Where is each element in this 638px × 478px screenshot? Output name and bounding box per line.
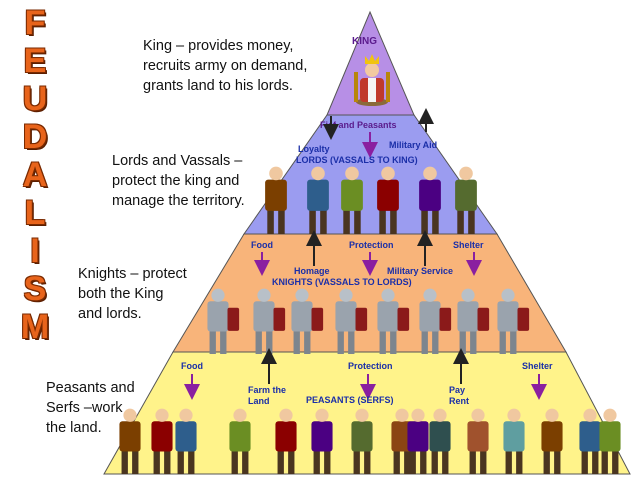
title-letter: E	[23, 42, 47, 80]
knights-right-up-label: Military Service	[387, 266, 453, 276]
title-letter: U	[22, 80, 48, 118]
knight-icon	[207, 288, 240, 354]
lord-icon	[341, 166, 363, 234]
lords-right-up-label: Military Aid	[389, 140, 437, 150]
peasant-icon	[119, 408, 141, 474]
lords-description: Lords and Vassals – protect the king and…	[112, 153, 245, 209]
title-letter: S	[23, 270, 47, 308]
lord-icon	[377, 166, 399, 234]
title-letter: M	[20, 308, 50, 346]
peasant-icon	[351, 408, 373, 474]
peasant-icon	[503, 408, 525, 474]
peasants-left-up-line: Farm the	[248, 385, 286, 395]
peasants-right-up-line: Pay	[449, 385, 465, 395]
lords-label: LORDS (VASSALS TO KING)	[296, 155, 418, 165]
knight-icon	[419, 288, 452, 354]
peasant-icon	[541, 408, 563, 474]
knights-left-up-label: Homage	[294, 266, 330, 276]
knights-flow-right: Shelter	[453, 240, 484, 250]
peasants-left-up-line: Land	[248, 396, 270, 406]
lords-flow-top: Fief and Peasants	[320, 120, 397, 130]
peasants-right-up-label: Pay Rent	[449, 385, 469, 406]
king-description: King – provides money, recruits army on …	[143, 38, 308, 94]
peasants-right-up-line: Rent	[449, 396, 469, 406]
knights-flow-mid: Protection	[349, 240, 394, 250]
knight-icon	[253, 288, 286, 354]
title-letter: I	[30, 232, 40, 270]
peasants-flow-left: Food	[181, 361, 203, 371]
peasant-icon	[151, 408, 173, 474]
peasant-icon	[311, 408, 333, 474]
peasants-flow-mid: Protection	[348, 361, 393, 371]
title-letter: D	[22, 118, 48, 156]
peasants-description: Peasants and Serfs –work the land.	[46, 380, 135, 436]
knight-icon	[377, 288, 410, 354]
king-label: KING	[352, 36, 377, 47]
bishop-icon	[419, 166, 441, 234]
knights-label: KNIGHTS (VASSALS TO LORDS)	[272, 277, 412, 287]
knight-icon	[497, 288, 530, 354]
peasant-icon	[407, 408, 429, 474]
peasant-icon	[229, 408, 251, 474]
lords-left-up-label: Loyalty	[298, 144, 330, 154]
title-letter: F	[24, 4, 46, 42]
title-letter: A	[22, 156, 48, 194]
peasants-label: PEASANTS (SERFS)	[306, 395, 394, 405]
knights-flow-left: Food	[251, 240, 273, 250]
knights-figures	[207, 288, 530, 354]
king-icon	[354, 54, 390, 106]
peasant-icon	[391, 408, 413, 474]
knight-icon	[335, 288, 368, 354]
lord-icon	[455, 166, 477, 234]
peasant-icon	[175, 408, 197, 474]
knight-icon	[457, 288, 490, 354]
peasant-icon	[579, 408, 601, 474]
knights-description: Knights – protect both the King and lord…	[78, 266, 187, 322]
peasant-icon	[467, 408, 489, 474]
lords-figures	[265, 166, 477, 234]
peasant-icon	[599, 408, 621, 474]
lord-icon	[307, 166, 329, 234]
peasant-icon	[275, 408, 297, 474]
peasants-left-up-label: Farm the Land	[248, 385, 289, 406]
peasant-icon	[429, 408, 451, 474]
lord-icon	[265, 166, 287, 234]
title-letter: L	[24, 194, 46, 232]
knight-icon	[291, 288, 324, 354]
peasants-flow-right: Shelter	[522, 361, 553, 371]
peasant-figures	[119, 408, 621, 474]
